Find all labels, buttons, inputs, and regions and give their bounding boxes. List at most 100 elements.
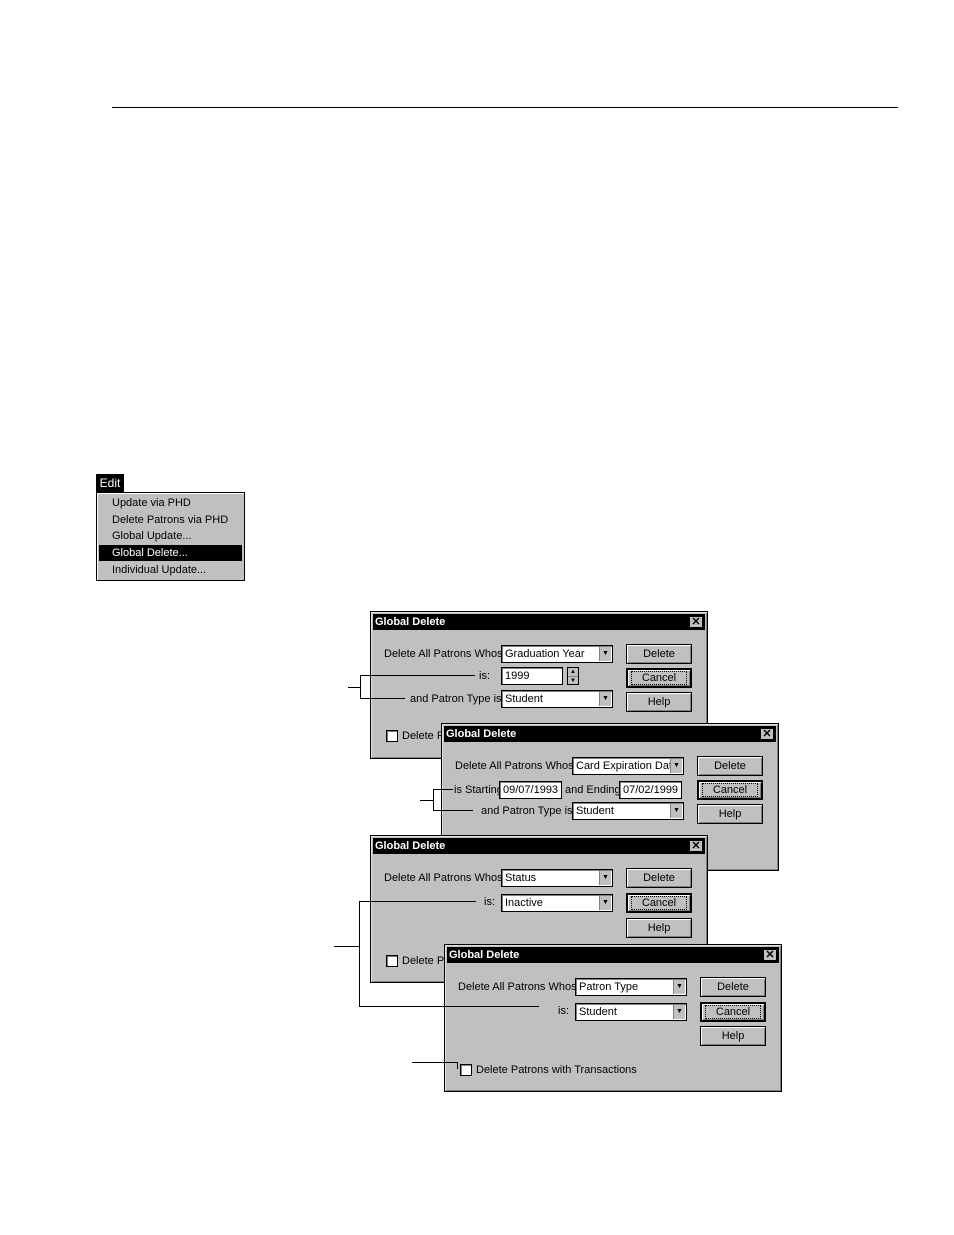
- dialog-title: Global Delete: [446, 728, 517, 740]
- callout-line: [433, 789, 453, 790]
- dialog-titlebar: Global Delete ✕: [444, 726, 776, 742]
- global-delete-dialog-patron-type: Global Delete ✕ Delete All Patrons Whose…: [444, 944, 782, 1092]
- edit-menu: Update via PHD Delete Patrons via PHD Gl…: [96, 492, 245, 581]
- field-select-value: Card Expiration Date: [576, 760, 679, 772]
- delete-button[interactable]: Delete: [626, 644, 692, 664]
- patron-type-select[interactable]: Student ▼: [572, 802, 684, 820]
- delete-with-transactions-checkbox[interactable]: [386, 730, 398, 742]
- cancel-button-label: Cancel: [701, 783, 759, 797]
- callout-line: [412, 1062, 458, 1063]
- patron-type-value: Student: [579, 1006, 617, 1018]
- is-label: is:: [479, 670, 490, 682]
- callout-line: [433, 810, 473, 811]
- dropdown-arrow-icon[interactable]: ▼: [599, 896, 611, 910]
- field-select-value: Graduation Year: [505, 648, 585, 660]
- menu-item-individual-update[interactable]: Individual Update...: [112, 564, 207, 576]
- help-button[interactable]: Help: [626, 692, 692, 712]
- dropdown-arrow-icon[interactable]: ▼: [670, 759, 682, 773]
- end-date-input[interactable]: 07/02/1999: [619, 781, 682, 799]
- checkbox-label: Delete P: [402, 730, 445, 742]
- delete-all-patrons-whose-label: Delete All Patrons Whose: [384, 872, 509, 884]
- checkbox-label: Delete Patrons with Transactions: [476, 1064, 637, 1076]
- callout-line: [360, 698, 405, 699]
- cancel-button-label: Cancel: [630, 671, 688, 685]
- patron-type-value-select[interactable]: Student ▼: [575, 1003, 687, 1021]
- delete-all-patrons-whose-label: Delete All Patrons Whose: [458, 981, 583, 993]
- close-icon[interactable]: ✕: [763, 949, 777, 961]
- callout-line: [359, 901, 360, 1007]
- global-delete-dialog-graduation-year: Global Delete ✕ Delete All Patrons Whose…: [370, 611, 708, 759]
- delete-with-transactions-checkbox[interactable]: [386, 955, 398, 967]
- dropdown-arrow-icon[interactable]: ▼: [673, 1005, 685, 1019]
- field-select-value: Status: [505, 872, 537, 884]
- dialog-titlebar: Global Delete ✕: [373, 838, 705, 854]
- patron-type-label: and Patron Type is:: [410, 693, 505, 705]
- cancel-button-label: Cancel: [630, 896, 688, 910]
- callout-line: [457, 1062, 458, 1069]
- dropdown-arrow-icon[interactable]: ▼: [670, 804, 682, 818]
- cancel-button[interactable]: Cancel: [697, 780, 763, 800]
- dialog-title: Global Delete: [449, 949, 520, 961]
- is-label: is:: [484, 896, 495, 908]
- checkbox-label: Delete Pa: [402, 955, 451, 967]
- dialog-title: Global Delete: [375, 616, 446, 628]
- cancel-button[interactable]: Cancel: [626, 668, 692, 688]
- callout-line: [433, 789, 434, 811]
- close-icon[interactable]: ✕: [760, 728, 774, 740]
- year-input[interactable]: 1999: [501, 667, 563, 685]
- delete-button[interactable]: Delete: [700, 977, 766, 997]
- menu-item-update-via-phd[interactable]: Update via PHD: [112, 497, 191, 509]
- cancel-button-label: Cancel: [704, 1005, 762, 1019]
- is-label: is:: [558, 1005, 569, 1017]
- callout-line: [360, 675, 475, 676]
- delete-all-patrons-whose-label: Delete All Patrons Whose: [455, 760, 580, 772]
- callout-line: [420, 800, 434, 801]
- dialog-titlebar: Global Delete ✕: [447, 947, 779, 963]
- help-button[interactable]: Help: [697, 804, 763, 824]
- help-button[interactable]: Help: [700, 1026, 766, 1046]
- patron-type-value: Student: [505, 693, 543, 705]
- field-select[interactable]: Graduation Year ▼: [501, 645, 613, 663]
- dropdown-arrow-icon[interactable]: ▼: [599, 647, 611, 661]
- delete-button[interactable]: Delete: [626, 868, 692, 888]
- status-value-select[interactable]: Inactive ▼: [501, 894, 613, 912]
- delete-all-patrons-whose-label: Delete All Patrons Whose: [384, 648, 509, 660]
- header-rule: [112, 107, 898, 108]
- menu-item-delete-patrons-via-phd[interactable]: Delete Patrons via PHD: [112, 514, 229, 526]
- menu-item-global-delete[interactable]: Global Delete...: [99, 545, 242, 561]
- field-select[interactable]: Status ▼: [501, 869, 613, 887]
- help-button[interactable]: Help: [626, 918, 692, 938]
- dropdown-arrow-icon[interactable]: ▼: [599, 871, 611, 885]
- patron-type-label: and Patron Type is:: [481, 805, 576, 817]
- callout-line: [334, 946, 360, 947]
- year-spinner[interactable]: ▲▼: [567, 667, 579, 685]
- callout-line: [348, 687, 361, 688]
- close-icon[interactable]: ✕: [689, 840, 703, 852]
- menu-item-global-update[interactable]: Global Update...: [112, 530, 192, 542]
- dropdown-arrow-icon[interactable]: ▼: [673, 980, 685, 994]
- field-select[interactable]: Patron Type ▼: [575, 978, 687, 996]
- callout-line: [360, 675, 361, 699]
- patron-type-value: Student: [576, 805, 614, 817]
- global-delete-dialog-status: Global Delete ✕ Delete All Patrons Whose…: [370, 835, 708, 983]
- dropdown-arrow-icon[interactable]: ▼: [599, 692, 611, 706]
- edit-menu-title[interactable]: Edit: [96, 474, 124, 492]
- dialog-titlebar: Global Delete ✕: [373, 614, 705, 630]
- spin-down-icon[interactable]: ▼: [570, 678, 576, 684]
- and-ending-label: and Ending: [565, 784, 621, 796]
- field-select-value: Patron Type: [579, 981, 639, 993]
- cancel-button[interactable]: Cancel: [700, 1002, 766, 1022]
- delete-with-transactions-checkbox[interactable]: [460, 1064, 472, 1076]
- field-select[interactable]: Card Expiration Date▼: [572, 757, 684, 775]
- is-starting-label: is Starting: [454, 784, 503, 796]
- dialog-title: Global Delete: [375, 840, 446, 852]
- status-value: Inactive: [505, 897, 543, 909]
- close-icon[interactable]: ✕: [689, 616, 703, 628]
- spin-up-icon[interactable]: ▲: [568, 668, 578, 677]
- callout-line: [359, 1006, 539, 1007]
- delete-button[interactable]: Delete: [697, 756, 763, 776]
- patron-type-select[interactable]: Student ▼: [501, 690, 613, 708]
- cancel-button[interactable]: Cancel: [626, 893, 692, 913]
- callout-line: [359, 901, 476, 902]
- start-date-input[interactable]: 09/07/1993: [499, 781, 562, 799]
